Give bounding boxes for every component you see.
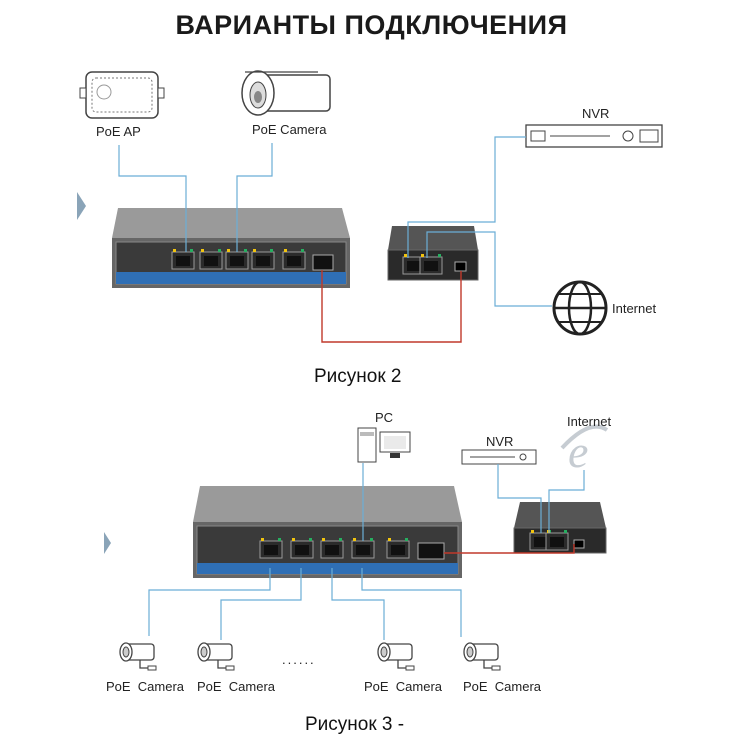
fiber-switch [387, 226, 479, 281]
label-poe-camera: PoE Camera [252, 122, 327, 137]
ellipsis-label: ...... [282, 652, 316, 667]
nvr-icon-2 [461, 449, 537, 465]
label-internet-2: Internet [567, 414, 612, 429]
label-poe-ap: PoE AP [96, 124, 141, 139]
poe-switch-2 [193, 486, 462, 578]
fig3-links [148, 463, 585, 640]
label-poe-camera-3: PoE Camera [364, 679, 443, 694]
nvr-icon [525, 124, 663, 148]
label-pc: PC [375, 410, 394, 425]
fig2-fiber-link [321, 270, 462, 343]
figure-2-caption: Рисунок 2 [314, 366, 402, 387]
label-nvr: NVR [582, 106, 610, 121]
arrow-marker [77, 192, 86, 220]
internet-explorer-icon: e [560, 424, 609, 477]
poe-camera-icon [119, 642, 157, 671]
label-poe-camera-2: PoE Camera [197, 679, 276, 694]
label-poe-camera-1: PoE Camera [106, 679, 185, 694]
poe-camera-icon [463, 642, 501, 671]
poe-ap-icon [79, 71, 165, 119]
page-title: ВАРИАНТЫ ПОДКЛЮЧЕНИЯ [175, 10, 568, 40]
poe-camera-icon [241, 70, 331, 116]
pc-icon [357, 427, 411, 463]
figure-3-caption: Рисунок 3 - [305, 714, 405, 735]
poe-camera-icon [377, 642, 415, 671]
arrow-marker-2 [104, 532, 111, 554]
internet-globe-icon [552, 280, 608, 336]
poe-switch [112, 208, 350, 288]
label-poe-camera-4: PoE Camera [463, 679, 542, 694]
fig3-fiber-link [444, 544, 575, 554]
label-internet: Internet [612, 301, 657, 316]
label-nvr-2: NVR [486, 434, 514, 449]
poe-camera-icon [197, 642, 235, 671]
fiber-switch-2 [513, 502, 607, 554]
fig2-links [118, 136, 552, 307]
